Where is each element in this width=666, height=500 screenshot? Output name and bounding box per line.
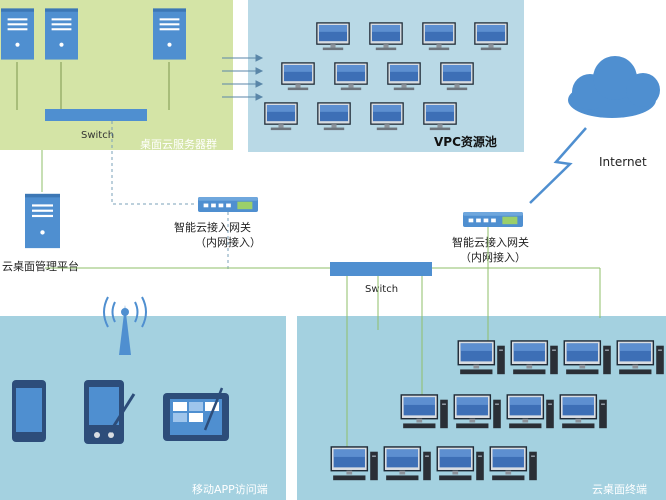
top-switch-icon [45, 109, 147, 121]
gateway-right-icon [463, 212, 523, 227]
cloud-icon [568, 56, 660, 118]
cloud-terminal-label: 云桌面终端 [592, 482, 647, 496]
gateway-left-icon [198, 197, 258, 212]
wireless-antenna-icon [103, 296, 147, 355]
middle-switch-icon [330, 262, 432, 276]
middle-switch-label: Switch [365, 284, 398, 295]
smartphone-icon [12, 380, 46, 442]
gateway-left-title: 智能云接入网关 [174, 220, 251, 234]
server-icon [45, 8, 78, 60]
management-platform-label: 云桌面管理平台 [2, 259, 79, 273]
management-server-icon [25, 193, 60, 249]
mobile-access-region [0, 316, 286, 500]
vpc-pool-label: VPC资源池 [434, 134, 497, 149]
mobile-access-label: 移动APP访问端 [192, 483, 268, 496]
lightning-link-icon [529, 127, 587, 204]
server-icon [1, 8, 34, 60]
gateway-right-title: 智能云接入网关 [452, 235, 529, 249]
tablet-icon [163, 387, 229, 441]
gateway-right-sub: （内网接入） [460, 250, 526, 264]
internet-label: Internet [599, 155, 647, 169]
server-icon [153, 8, 186, 60]
server-cluster-region [0, 0, 233, 150]
pda-icon [84, 380, 136, 444]
top-switch-label: Switch [81, 130, 114, 141]
server-cluster-label: 桌面云服务器群 [140, 137, 217, 151]
